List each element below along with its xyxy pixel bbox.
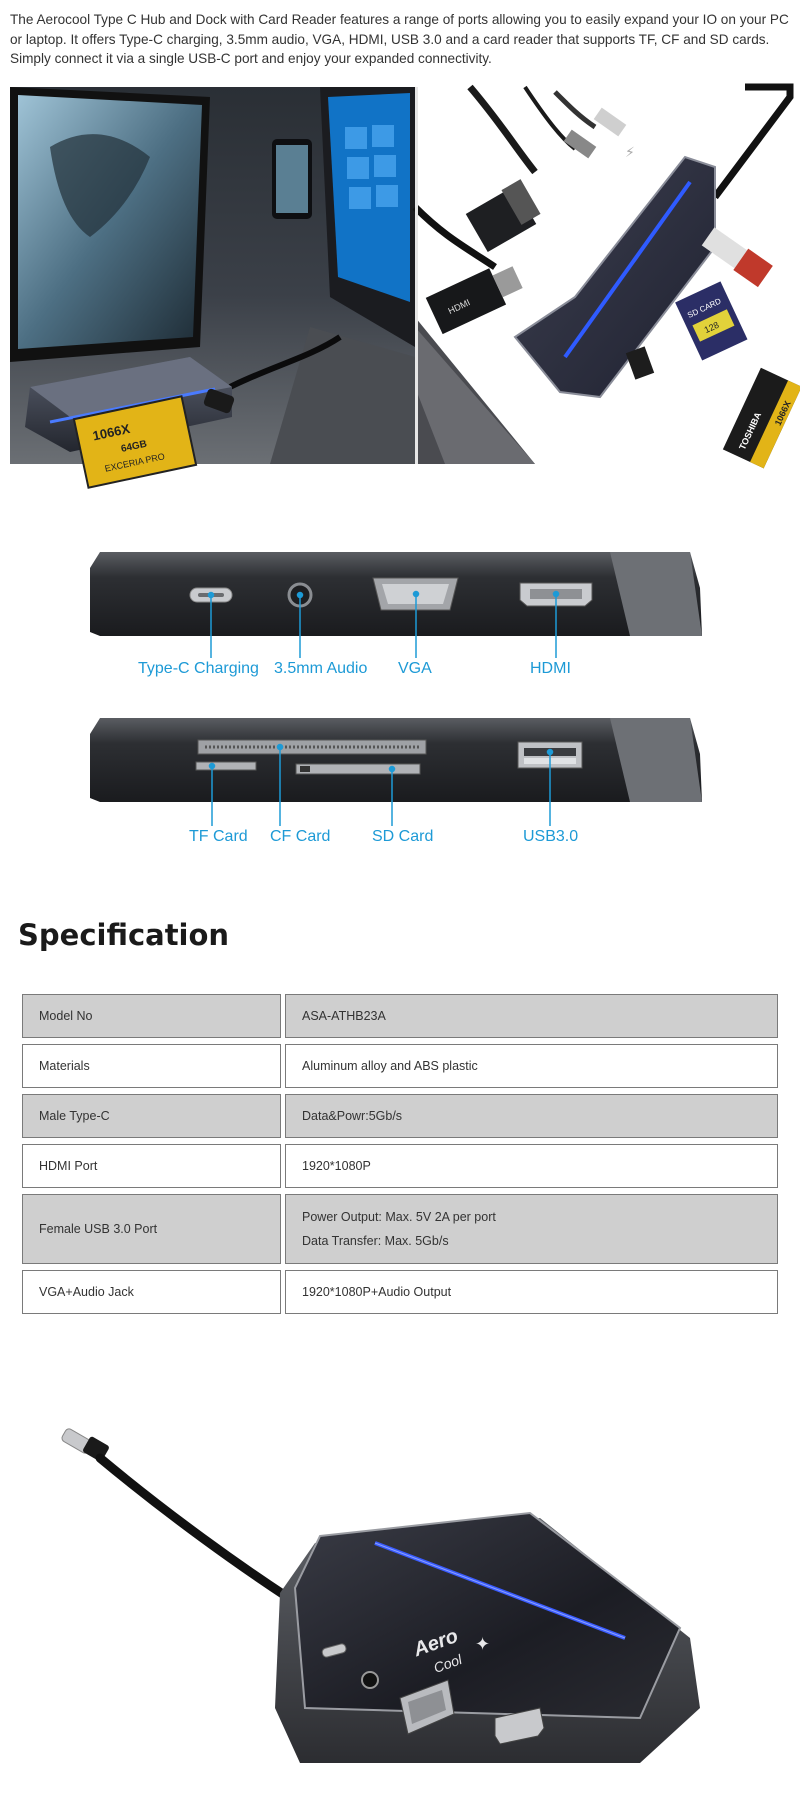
cf-card-capacity: 64GB [120,439,148,455]
spec-value-line: Data Transfer: Max. 5Gb/s [302,1234,449,1248]
port-label-usb3: USB3.0 [523,828,579,845]
spec-value: 1920*1080P+Audio Output [285,1270,778,1314]
cf-card-graphic: 1066X 64GB EXCERIA PRO [72,395,198,489]
spec-value-line: Power Output: Max. 5V 2A per port [302,1210,496,1224]
spec-value: Aluminum alloy and ABS plastic [285,1044,778,1088]
spec-value: 1920*1080P [285,1144,778,1188]
product-collage-image: 1066X 64GB EXCERIA PRO [10,83,800,489]
spec-value: ASA-ATHB23A [285,994,778,1038]
svg-text:⚡: ⚡ [625,145,635,161]
spec-key: HDMI Port [22,1144,281,1188]
spec-row: HDMI Port 1920*1080P [22,1144,778,1188]
product-description: The Aerocool Type C Hub and Dock with Ca… [10,12,789,66]
spec-heading: Specification [18,918,230,952]
toshiba-card-graphic: TOSHIBA 1066X [722,367,800,469]
spec-value: Data&Powr:5Gb/s [285,1094,778,1138]
port-label-hdmi: HDMI [530,660,571,677]
spec-value: Power Output: Max. 5V 2A per port Data T… [285,1194,778,1264]
spec-row: VGA+Audio Jack 1920*1080P+Audio Output [22,1270,778,1314]
star-icon: ✦ [475,1634,490,1655]
port-label-vga: VGA [398,660,432,677]
port-label-tf-card: TF Card [189,828,248,845]
spec-key: Materials [22,1044,281,1088]
spec-row: Male Type-C Data&Powr:5Gb/s [22,1094,778,1138]
sd-card-graphic: SD CARD 128 [675,281,748,361]
port-label-type-c-charging: Type-C Charging [138,660,259,677]
spec-key: VGA+Audio Jack [22,1270,281,1314]
port-diagram-bottom [90,714,702,846]
spec-row: Model No ASA-ATHB23A [22,994,778,1038]
product-render-image: Aero Cool ✦ [40,1418,760,1798]
spec-key: Model No [22,994,281,1038]
spec-key: Male Type-C [22,1094,281,1138]
spec-key: Female USB 3.0 Port [22,1194,281,1264]
port-diagram-top [90,548,702,678]
hub-with-accessories-scene: HDMI SD CARD 128 TOSHIBA [412,83,800,469]
port-label-audio: 3.5mm Audio [274,660,368,677]
spec-table: Model No ASA-ATHB23A Materials Aluminum … [22,988,778,1320]
port-label-cf-card: CF Card [270,828,331,845]
hub-with-monitor-scene: 1066X 64GB EXCERIA PRO [10,87,415,489]
spec-row: Materials Aluminum alloy and ABS plastic [22,1044,778,1088]
spec-row: Female USB 3.0 Port Power Output: Max. 5… [22,1194,778,1264]
port-label-sd-card: SD Card [372,828,434,845]
